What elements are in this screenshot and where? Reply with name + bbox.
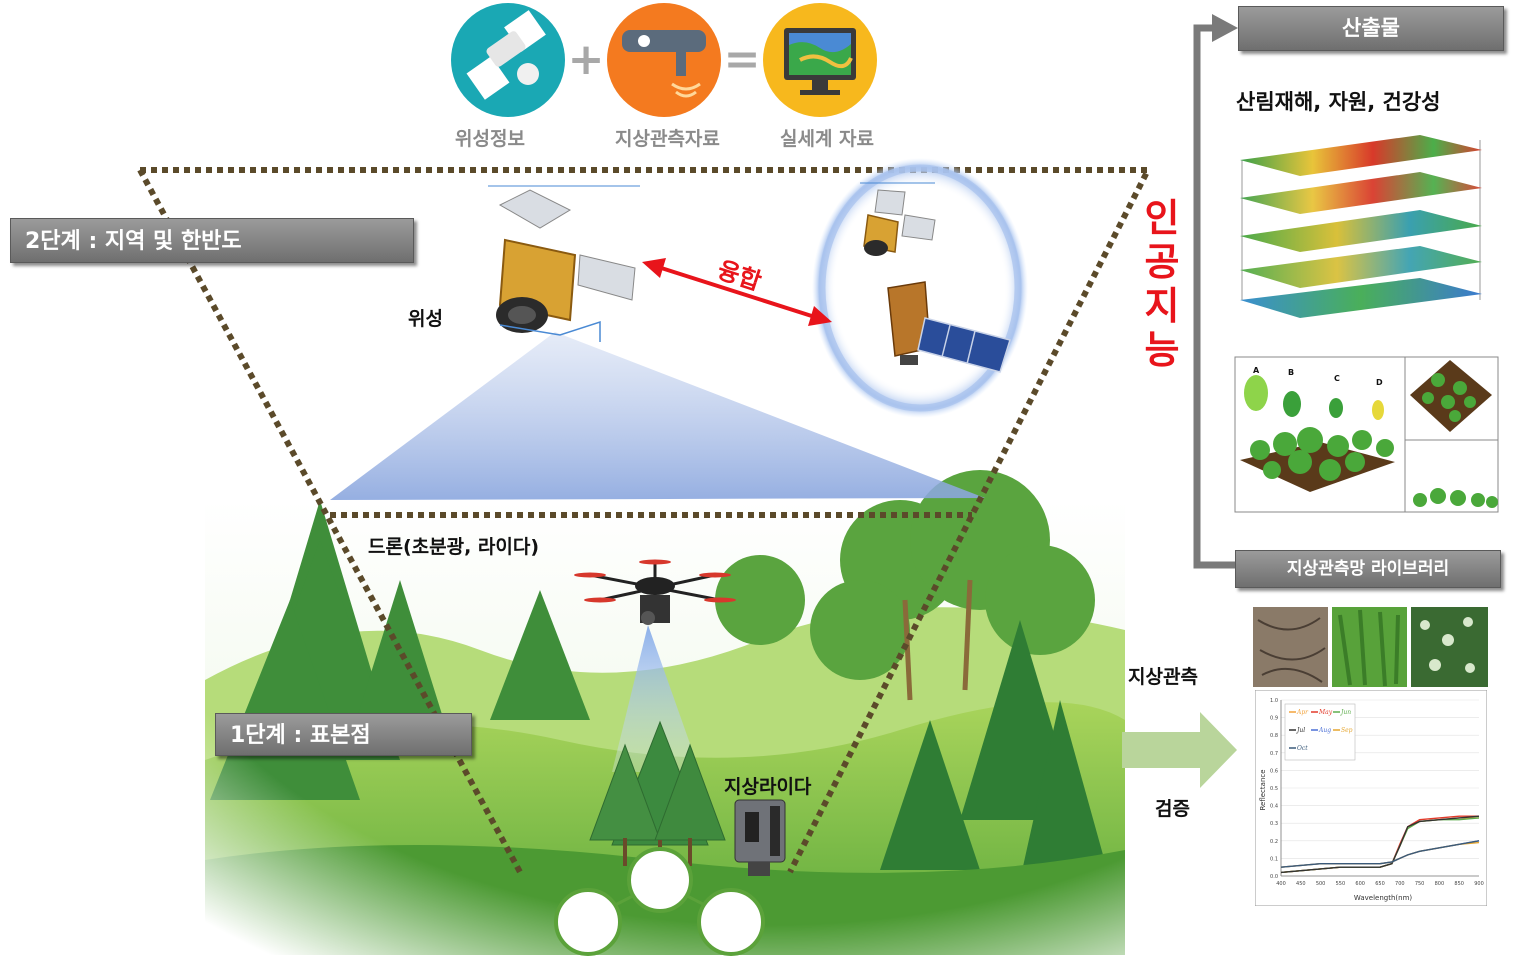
output-title: 산출물 <box>1238 6 1504 51</box>
chart-x-tick-label: 400 <box>1276 881 1286 887</box>
chart-y-tick-label: 0.5 <box>1270 786 1278 792</box>
drone-label: 드론(초분광, 라이다) <box>368 536 540 558</box>
ground-lidar-icon <box>734 799 786 876</box>
stage1-label: 1단계 : 표본점 <box>215 713 472 756</box>
chart-x-tick-label: 800 <box>1435 881 1445 887</box>
chart-y-tick-label: 0.2 <box>1270 839 1278 845</box>
satellite-icon <box>860 182 936 256</box>
chart-legend-label: Jul <box>1295 727 1305 734</box>
sample-plot-circle <box>697 888 765 956</box>
top-icon-satellite <box>451 3 565 117</box>
chart-legend-box <box>1284 703 1356 761</box>
chart-y-tick-label: 0.0 <box>1270 874 1278 880</box>
chart-y-axis-label: Reflectance <box>1259 769 1267 810</box>
verify-label: 검증 <box>1155 798 1190 820</box>
chart-x-tick-label: 500 <box>1316 881 1326 887</box>
real-world-data-label: 실세계 자료 <box>780 128 875 150</box>
chart-legend-label: May <box>1318 709 1333 716</box>
chart-series-line-jul <box>1280 815 1480 874</box>
chart-y-tick-label: 0.7 <box>1270 751 1278 757</box>
ground-lidar-label: 지상라이다 <box>724 776 812 798</box>
chart-y-tick-label: 0.8 <box>1270 733 1278 739</box>
chart-y-tick-label: 0.4 <box>1270 804 1278 810</box>
chart-legend-label: Aug <box>1318 727 1331 734</box>
satellite-info-label: 위성정보 <box>455 128 525 150</box>
stage2-label: 2단계 : 지역 및 한반도 <box>10 218 414 263</box>
spectral-reflectance-chart: 0.0 0.1 0.2 0.3 0.4 0.5 0.6 0.7 0.8 0.9 1.0 400 450 5… <box>1255 690 1487 906</box>
satellite-icon <box>887 281 1011 373</box>
chart-legend-label: Sep <box>1341 727 1353 734</box>
fusion-arrow <box>654 264 819 320</box>
ai-char: 지 <box>1144 284 1180 328</box>
tree-label-d: D <box>1376 378 1383 387</box>
chart-x-tick-label: 750 <box>1415 881 1425 887</box>
chart-x-tick-label: 450 <box>1296 881 1306 887</box>
ai-char: 공 <box>1144 240 1180 284</box>
chart-x-tick-label: 600 <box>1355 881 1365 887</box>
drone-icon <box>574 559 736 625</box>
verification-arrow <box>1122 712 1237 788</box>
chart-y-tick-label: 0.3 <box>1270 821 1278 827</box>
ground-obs-label: 지상관측 <box>1128 666 1198 688</box>
chart-y-tick-label: 0.9 <box>1270 716 1278 722</box>
sample-plot-circle <box>627 847 693 913</box>
ai-label: 인 공 지 능 <box>1140 196 1184 372</box>
tree-model-panel <box>1234 356 1499 513</box>
stage2-boundary <box>140 167 1153 874</box>
library-label: 지상관측망 라이브러리 <box>1235 550 1501 588</box>
sample-plots <box>554 847 765 956</box>
output-subtitle: 산림재해, 자원, 건강성 <box>1236 90 1441 114</box>
tree-label-b: B <box>1288 368 1295 377</box>
tree-label-a: A <box>1253 366 1260 375</box>
satellite-icon <box>488 185 640 342</box>
satellite-label: 위성 <box>408 308 443 330</box>
top-icon-monitor-map <box>763 3 877 117</box>
top-icon-ground-sensor <box>607 3 721 117</box>
chart-x-tick-label: 850 <box>1454 881 1464 887</box>
plus-operator: + <box>568 34 605 85</box>
ai-char: 능 <box>1144 328 1180 372</box>
sample-plot-circle <box>554 888 622 956</box>
satellite-view-cone <box>330 332 985 500</box>
chart-x-tick-label: 550 <box>1336 881 1346 887</box>
chart-x-axis-label: Wavelength(nm) <box>1354 894 1413 902</box>
library-photo-bark <box>1253 607 1328 687</box>
chart-legend-label: Apr <box>1296 709 1309 716</box>
chart-x-tick-label: 700 <box>1395 881 1405 887</box>
chart-legend-label: Oct <box>1297 745 1308 752</box>
equals-operator: = <box>724 34 761 85</box>
tree-cluster-icon <box>589 720 726 870</box>
ground-obs-data-label: 지상관측자료 <box>615 128 720 150</box>
chart-y-tick-label: 1.0 <box>1270 698 1278 704</box>
ai-char: 인 <box>1144 196 1180 240</box>
chart-y-tick-label: 0.6 <box>1270 768 1278 774</box>
chart-series-line-oct <box>1280 840 1480 868</box>
chart-x-tick-label: 900 <box>1474 881 1484 887</box>
chart-y-tick-label: 0.1 <box>1270 856 1278 862</box>
library-photo-canopy <box>1411 607 1488 687</box>
drone-scan-beam <box>612 625 700 772</box>
tree-label-c: C <box>1334 374 1340 383</box>
output-layer-stack <box>1240 135 1482 318</box>
chart-legend-label: Jun <box>1339 709 1351 716</box>
chart-x-tick-label: 650 <box>1375 881 1385 887</box>
